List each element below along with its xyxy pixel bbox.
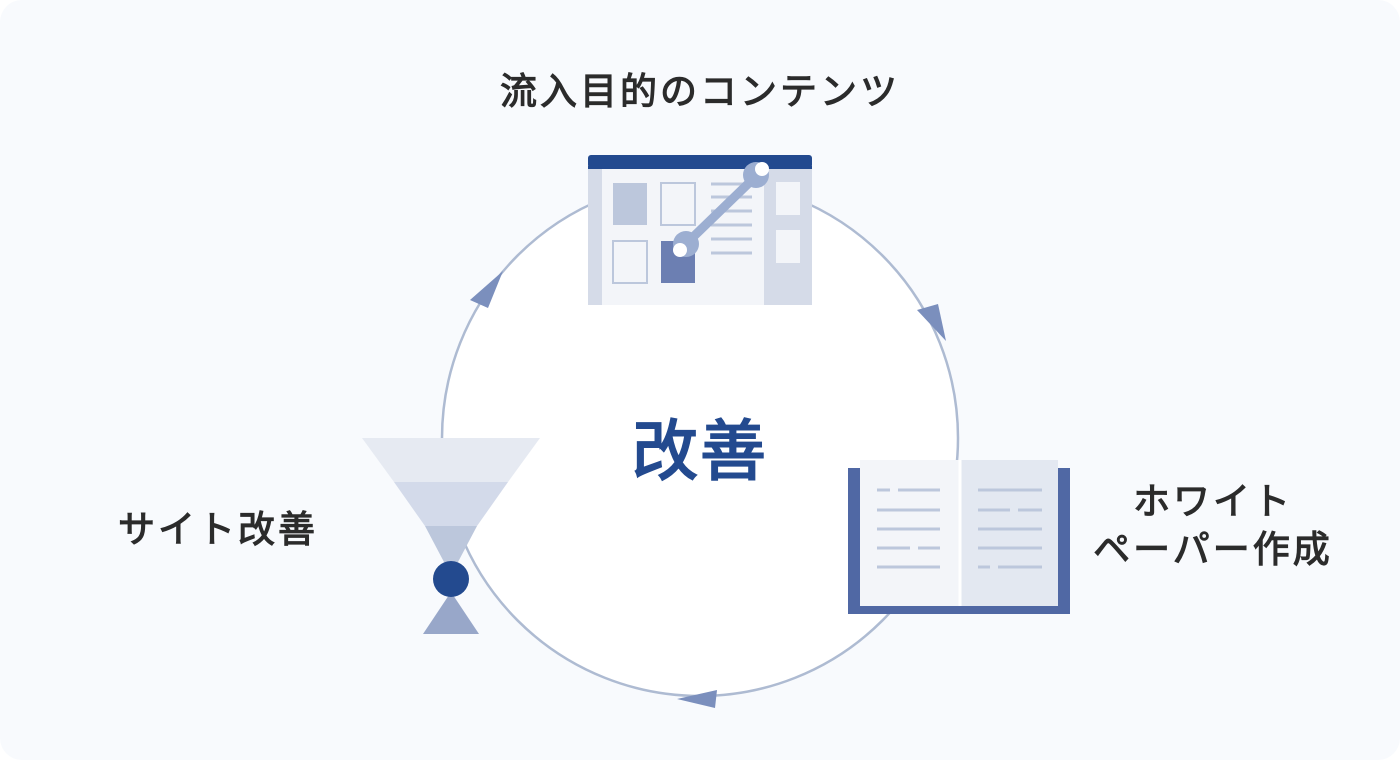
wrench-icon [673, 162, 769, 257]
arrow-top-left [470, 271, 503, 308]
funnel-icon [362, 438, 540, 634]
node-label-whitepaper: ホワイト ペーパー作成 [1093, 478, 1333, 574]
node-label-inflow-content: 流入目的のコンテンツ [500, 70, 900, 113]
node-label-site-improvement: サイト改善 [118, 508, 318, 551]
arrow-top-right [917, 304, 946, 341]
open-book-icon [848, 460, 1070, 614]
node-label-whitepaper-line1: ホワイト [1133, 480, 1293, 523]
arrow-bottom [677, 690, 717, 708]
browser-wrench-icon [588, 155, 812, 305]
node-label-whitepaper-line2: ペーパー作成 [1093, 528, 1333, 572]
center-title: 改善 [632, 413, 768, 490]
